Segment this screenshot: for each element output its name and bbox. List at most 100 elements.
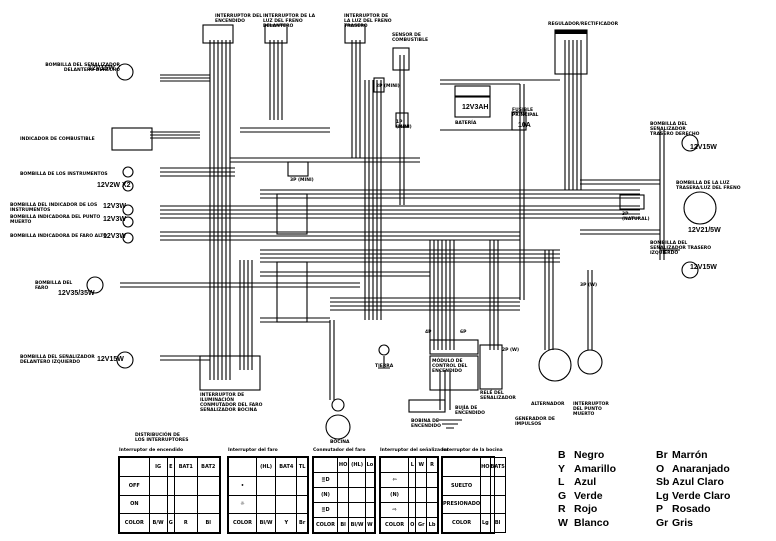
voltage-neutral: 12V3W: [103, 216, 126, 223]
table-cell: (N): [379, 487, 410, 503]
table-cell: Gr: [415, 517, 428, 533]
neutral-indicator-label: Bombilla indicadora del punto muerto: [10, 215, 101, 225]
connector-label: 1P (MINI): [396, 120, 412, 130]
legend-color-name: Azul Claro: [672, 476, 724, 488]
front-left-turn-label: Bombilla del señalizador delantero izqui…: [20, 355, 95, 365]
table-cell: [336, 472, 350, 488]
table-cell: [415, 472, 428, 488]
headlight-bulb-label: Bombilla del faro: [35, 281, 73, 291]
legend-code: G: [558, 489, 567, 502]
voltage-highbeam: 12V3W: [103, 233, 126, 240]
switch-distribution-label: Distribución de los interruptores: [135, 433, 189, 443]
legend-code: L: [558, 476, 565, 488]
connector-label: 3P (W): [580, 283, 598, 288]
legend-color-name: Marrón: [672, 449, 708, 461]
table-cell: COLOR: [228, 513, 257, 533]
legend-color-name: Blanco: [574, 516, 610, 529]
ignition-switch-label: Interruptor del encendido: [215, 14, 263, 24]
table-cell: •: [228, 475, 257, 496]
fuel-gauge-label: Indicador de combustible: [20, 137, 95, 142]
table-header-cell: (HL): [255, 457, 277, 477]
spark-plug-label: Bujía de encendido: [455, 406, 485, 416]
voltage-headlight: 12V35/35W: [58, 290, 95, 297]
legend-code: W: [558, 516, 568, 529]
tail-light-label: Bombilla de la luz trasera/luz del freno: [676, 181, 741, 191]
neutral-switch-label: Interruptor del punto muerto: [573, 402, 609, 417]
legend-color-name: Azul: [574, 476, 597, 488]
pulse-generator-label: Generador de impulsos: [515, 417, 555, 427]
table-cell: W: [364, 517, 376, 533]
legend-entry: L Azul: [558, 476, 596, 488]
table-title: Interruptor del faro: [228, 448, 278, 453]
table-cell: R: [174, 513, 198, 533]
instrument-bulb-label: Bombilla de los instrumentos: [20, 172, 108, 177]
table-cell: [296, 475, 308, 496]
table-header-cell: [379, 457, 410, 473]
table-cell: [296, 494, 308, 515]
table-cell: [408, 487, 417, 503]
voltage-front-left-turn: 12V15W: [97, 356, 124, 363]
table-cell: [166, 494, 176, 515]
table-cell: ≣D: [313, 502, 338, 518]
table-header-cell: BAT5: [489, 457, 506, 477]
table-cell: [196, 494, 221, 515]
ignition-module-label: Módulo de control del encendido: [432, 359, 468, 374]
ground-label: Tierra: [375, 364, 394, 369]
rear-right-turn-label: Bombilla del señalizador trasero derecho: [650, 122, 700, 137]
table-cell: [408, 472, 417, 488]
table-header-cell: [313, 457, 338, 473]
table-cell: [480, 475, 491, 496]
regulator-label: Regulador/rectificador: [548, 22, 619, 27]
table-cell: Bl: [196, 513, 221, 533]
table-cell: Lb: [426, 517, 438, 533]
table-cell: COLOR: [119, 513, 150, 533]
table-cell: B/W: [148, 513, 168, 533]
table-header-cell: (HL): [348, 457, 366, 473]
table-cell: O: [408, 517, 417, 533]
table-cell: [364, 502, 376, 518]
table-cell: [255, 494, 277, 515]
table-cell: Bl: [336, 517, 350, 533]
fuel-sensor-label: Sensor de combustible: [392, 33, 429, 43]
legend-entry: W Blanco: [558, 517, 609, 529]
voltage-indicator: 12V3W: [103, 203, 126, 210]
legend-code: Gr: [656, 516, 669, 529]
table-cell: ☼: [228, 494, 257, 515]
table-cell: [148, 494, 168, 515]
table-cell: Bl/W: [348, 517, 366, 533]
table-cell: [480, 494, 491, 515]
table-cell: [426, 487, 438, 503]
voltage-tail-light: 12V21/5W: [688, 227, 721, 234]
front-right-turn-label: Bombilla del señalizador delantero derec…: [45, 63, 120, 73]
table-title: Interruptor del señalizador: [380, 448, 449, 453]
table-cell: Bl: [489, 513, 506, 533]
legend-color-name: Rosado: [672, 503, 711, 515]
table-cell: [336, 502, 350, 518]
legend-color-name: Verde Claro: [672, 489, 731, 502]
legend-code: P: [656, 503, 664, 515]
table-cell: [364, 487, 376, 503]
table-cell: PRESIONADO: [441, 494, 482, 515]
table-cell: [174, 494, 198, 515]
legend-color-name: Gris: [672, 516, 694, 529]
voltage-instruments: 12V2W X2: [97, 182, 131, 189]
front-brake-switch-label: Interruptor de la luz del freno delanter…: [263, 14, 316, 29]
table-cell: ON: [119, 494, 150, 515]
legend-code: R: [558, 503, 566, 515]
table-cell: [415, 502, 428, 518]
table-cell: [489, 475, 506, 496]
instrument-indicator-label: Bombilla del indicador de los instrument…: [10, 203, 98, 213]
legend-color-name: Anaranjado: [672, 462, 730, 475]
table-header-cell: Lo: [364, 457, 376, 473]
